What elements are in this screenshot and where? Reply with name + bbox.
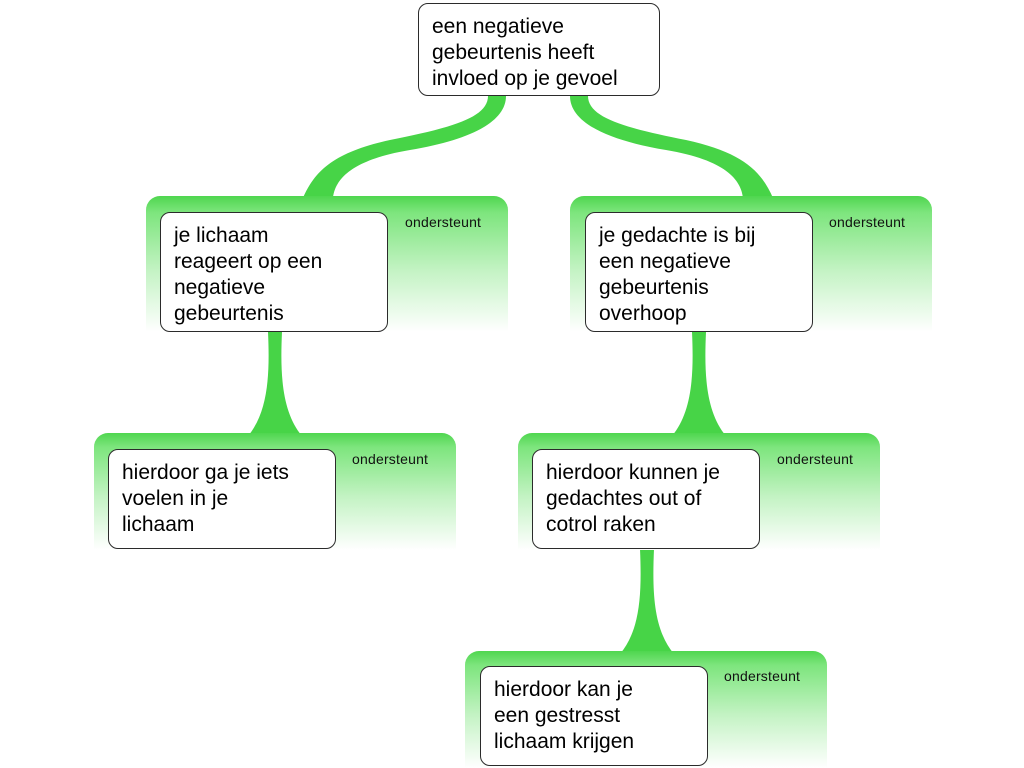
connector-root-to-body	[303, 96, 506, 198]
connector-thoughts-to-control	[672, 332, 726, 436]
relation-label-control: ondersteunt	[777, 451, 854, 467]
concept-thoughts-upset[interactable]: je gedachte is bij een negatieve gebeurt…	[585, 212, 813, 332]
concept-body-reacts[interactable]: je lichaam reageert op een negatieve geb…	[160, 212, 388, 332]
relation-label-body: ondersteunt	[405, 214, 482, 230]
connector-control-to-stress	[620, 549, 674, 654]
relation-label-thoughts: ondersteunt	[829, 214, 906, 230]
concept-feeling-in-body[interactable]: hierdoor ga je iets voelen in je lichaam	[108, 449, 336, 549]
concept-root[interactable]: een negatieve gebeurtenis heeft invloed …	[418, 3, 660, 96]
connector-root-to-thoughts	[570, 96, 773, 198]
relation-label-stress: ondersteunt	[724, 668, 801, 684]
concept-thoughts-out-of-control[interactable]: hierdoor kunnen je gedachtes out of cotr…	[532, 449, 760, 549]
relation-label-feeling: ondersteunt	[352, 451, 429, 467]
connector-body-to-feeling	[248, 332, 302, 436]
concept-stressed-body[interactable]: hierdoor kan je een gestresst lichaam kr…	[480, 666, 708, 766]
